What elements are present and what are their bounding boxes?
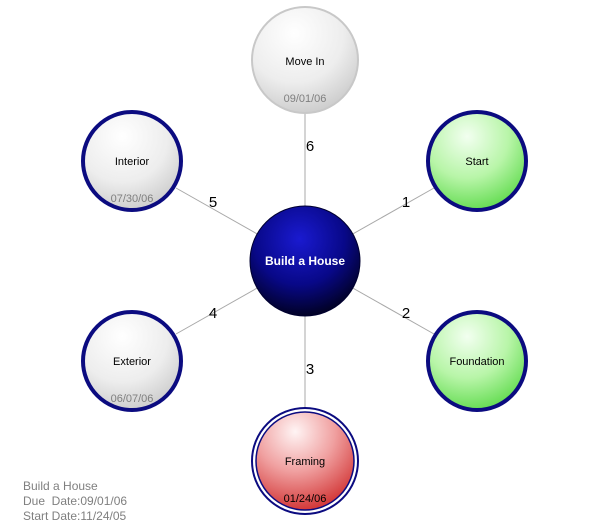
node-exterior-label: Exterior xyxy=(113,356,151,368)
node-foundation[interactable]: Foundation xyxy=(426,310,528,412)
node-exterior[interactable]: Exterior 06/07/06 xyxy=(81,310,183,412)
node-start-label: Start xyxy=(465,156,488,168)
node-interior[interactable]: Interior 07/30/06 xyxy=(81,110,183,212)
node-exterior-date: 06/07/06 xyxy=(111,393,154,405)
project-info-title: Build a House xyxy=(23,479,98,493)
edge-number-exterior: 4 xyxy=(209,305,217,322)
edge-number-interior: 5 xyxy=(209,194,217,211)
node-framing[interactable]: Framing 01/24/06 xyxy=(251,407,359,515)
node-framing-date: 01/24/06 xyxy=(284,493,327,505)
edge-number-move-in: 6 xyxy=(306,138,314,155)
node-move-in[interactable]: Move In 09/01/06 xyxy=(251,6,359,114)
edge-number-foundation: 2 xyxy=(402,305,410,322)
project-info: Build a House Due Date:09/01/06 Start Da… xyxy=(23,479,127,524)
center-label: Build a House xyxy=(265,254,345,268)
node-interior-label: Interior xyxy=(115,156,150,168)
node-framing-label: Framing xyxy=(285,456,325,468)
node-move-in-label: Move In xyxy=(285,56,324,68)
project-info-start-date: Start Date:11/24/05 xyxy=(23,509,127,523)
project-info-due-date: Due Date:09/01/06 xyxy=(23,494,128,508)
node-move-in-date: 09/01/06 xyxy=(284,93,327,105)
node-start[interactable]: Start xyxy=(426,110,528,212)
edge-number-start: 1 xyxy=(402,194,410,211)
node-interior-date: 07/30/06 xyxy=(111,193,154,205)
node-foundation-label: Foundation xyxy=(449,356,504,368)
edge-number-framing: 3 xyxy=(306,361,314,378)
edge-numbers: 6 1 2 3 4 5 xyxy=(209,138,410,378)
node-center[interactable]: Build a House xyxy=(249,205,361,317)
